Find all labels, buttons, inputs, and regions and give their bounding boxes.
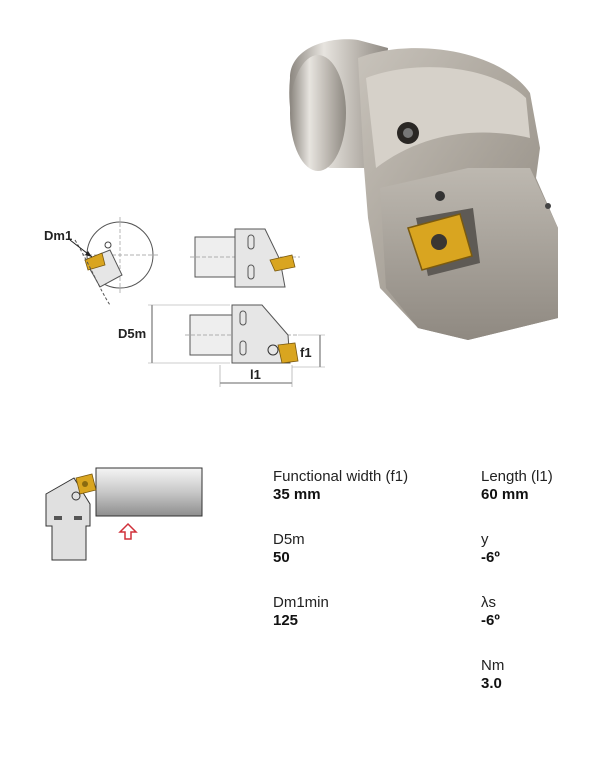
d5m-label: D5m bbox=[118, 326, 147, 341]
spec-y: y -6º bbox=[481, 531, 500, 567]
spec-value: -6º bbox=[481, 549, 500, 566]
feed-direction-arrow-icon bbox=[118, 522, 138, 542]
spec-label: Length (l1) bbox=[481, 468, 553, 485]
l1-label: l1 bbox=[250, 367, 261, 382]
spec-label: λs bbox=[481, 594, 496, 611]
technical-drawing bbox=[30, 215, 340, 390]
f1-label: f1 bbox=[300, 345, 312, 360]
spec-label: Dm1min bbox=[273, 594, 329, 611]
spec-functional-width: Functional width (f1) 35 mm bbox=[273, 468, 408, 504]
spec-value: 60 mm bbox=[481, 486, 529, 503]
spec-lambda-s: λs -6º bbox=[481, 594, 500, 630]
spec-dm1min: Dm1min 125 bbox=[273, 594, 329, 630]
spec-length: Length (l1) 60 mm bbox=[481, 468, 553, 504]
application-schematic bbox=[38, 462, 208, 572]
product-image bbox=[268, 18, 568, 348]
spec-value: 3.0 bbox=[481, 675, 502, 692]
spec-label: Nm bbox=[481, 657, 505, 674]
dm1-label: Dm1 bbox=[44, 228, 73, 243]
spec-nm: Nm 3.0 bbox=[481, 657, 504, 693]
spec-value: 35 mm bbox=[273, 486, 321, 503]
spec-d5m: D5m 50 bbox=[273, 531, 305, 567]
spec-label: y bbox=[481, 531, 489, 548]
spec-value: 50 bbox=[273, 549, 290, 566]
spec-label: Functional width (f1) bbox=[273, 468, 409, 485]
spec-value: 125 bbox=[273, 612, 299, 629]
spec-value: -6º bbox=[481, 612, 500, 629]
spec-label: D5m bbox=[273, 531, 305, 548]
